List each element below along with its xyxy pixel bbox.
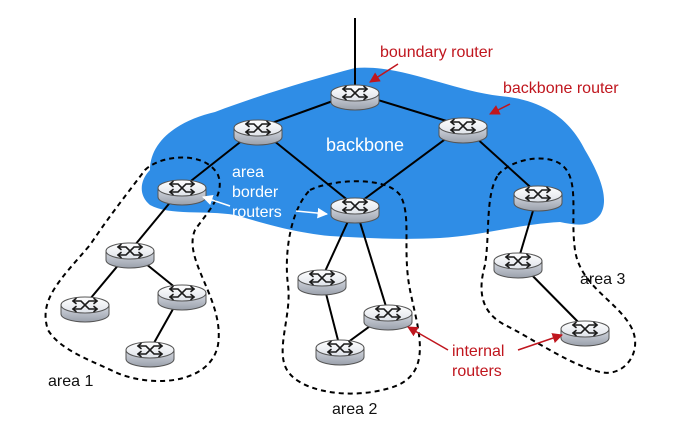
backbone-router-arrow bbox=[489, 103, 511, 115]
router-arrows-icon bbox=[168, 285, 196, 301]
area1-boundary bbox=[44, 156, 221, 382]
router-backbone-right bbox=[438, 117, 488, 144]
router-arrows-icon bbox=[571, 321, 599, 337]
router-boundary bbox=[330, 84, 380, 111]
area-border-arrow-2 bbox=[295, 207, 329, 219]
backbone-router-label: backbone router bbox=[503, 80, 619, 97]
internal-routers-arrow-1 bbox=[407, 326, 449, 351]
internal-routers-arrow-2 bbox=[517, 333, 563, 351]
link-a2-border-right bbox=[354, 205, 389, 314]
router-arrows-icon bbox=[341, 198, 369, 214]
router-arrows-icon bbox=[168, 180, 196, 196]
area-border-label-line2: border bbox=[232, 184, 279, 201]
router-arrows-icon bbox=[71, 297, 99, 313]
router-arrows-icon bbox=[449, 118, 477, 134]
router-arrows-icon bbox=[244, 120, 272, 136]
boundary-router-label: boundary router bbox=[380, 44, 494, 61]
router-area2-border bbox=[330, 197, 380, 224]
router-area1-left bbox=[60, 296, 110, 323]
area-border-arrow-1 bbox=[202, 195, 231, 207]
router-arrows-icon bbox=[524, 186, 552, 202]
router-backbone-left bbox=[233, 119, 283, 146]
area1-label: area 1 bbox=[48, 373, 93, 390]
router-area2-left bbox=[297, 269, 347, 296]
internal-routers-label-line1: internal bbox=[452, 343, 504, 360]
router-arrows-icon bbox=[136, 342, 164, 358]
router-area3-mid bbox=[493, 252, 543, 279]
boundary-router-arrow bbox=[369, 63, 399, 83]
router-arrows-icon bbox=[326, 340, 354, 356]
router-arrows-icon bbox=[374, 305, 402, 321]
internal-routers-label-line2: routers bbox=[452, 363, 502, 380]
router-arrows-icon bbox=[341, 85, 369, 101]
router-area1-border bbox=[157, 179, 207, 206]
router-arrows-icon bbox=[308, 270, 336, 286]
backbone-label: backbone bbox=[326, 135, 404, 155]
router-area1-right bbox=[157, 284, 207, 311]
router-arrows-icon bbox=[116, 243, 144, 259]
area2-boundary bbox=[281, 180, 421, 395]
router-area2-bottom bbox=[315, 339, 365, 366]
router-area3-border bbox=[513, 185, 563, 212]
backbone-region bbox=[141, 67, 605, 239]
area3-boundary bbox=[480, 157, 637, 374]
area-border-label-line3: routers bbox=[232, 204, 282, 221]
area3-label: area 3 bbox=[580, 271, 625, 288]
router-arrows-icon bbox=[504, 253, 532, 269]
router-area1-bottom bbox=[125, 341, 175, 368]
area2-label: area 2 bbox=[332, 401, 377, 418]
area-border-label-line1: area bbox=[232, 164, 264, 181]
router-area1-mid bbox=[105, 242, 155, 269]
router-area2-right bbox=[363, 304, 413, 331]
router-area3-bottom bbox=[560, 320, 610, 347]
